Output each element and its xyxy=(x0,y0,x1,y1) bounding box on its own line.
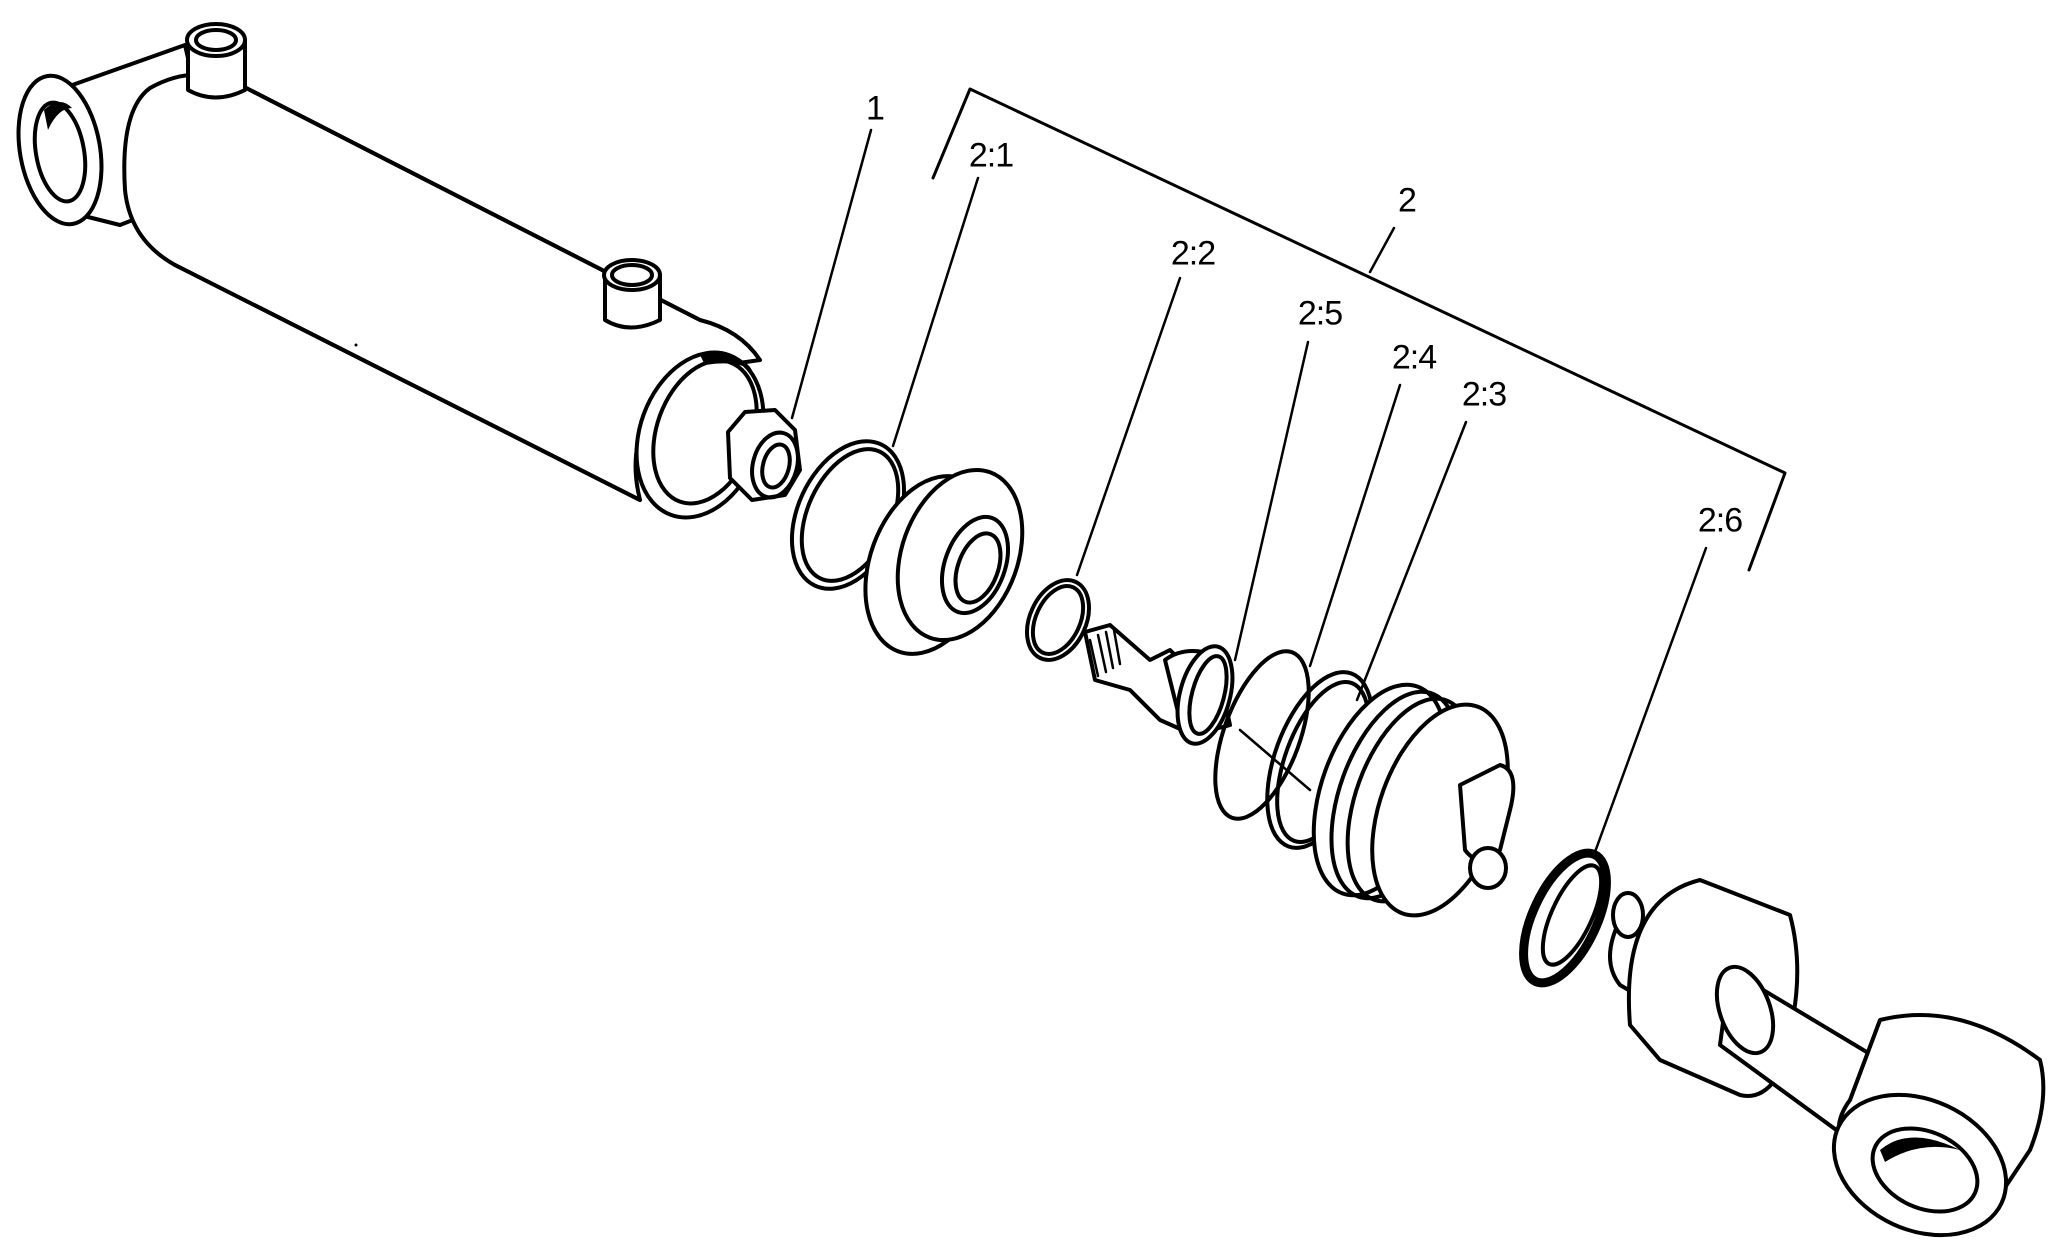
cylinder-barrel xyxy=(16,22,766,520)
callout-1: 1 xyxy=(866,89,885,128)
leader-2-2 xyxy=(1075,276,1182,577)
callout-2-3: 2:3 xyxy=(1461,375,1507,414)
leader-lines xyxy=(790,128,1708,854)
rod-centerline xyxy=(1238,728,1312,792)
leader-2-4 xyxy=(1308,383,1402,668)
stray-dot xyxy=(354,343,358,347)
piston-rod-eye-end xyxy=(1608,878,2046,1238)
leader-2-5 xyxy=(1233,340,1310,662)
leader-1 xyxy=(790,128,873,420)
callout-2-5: 2:5 xyxy=(1297,294,1343,333)
gland-head xyxy=(863,467,1025,656)
group-bracket-2 xyxy=(931,87,1787,572)
piston xyxy=(1311,682,1516,918)
leader-2-6 xyxy=(1593,546,1708,854)
leader-2-1 xyxy=(891,176,980,448)
leader-2-3 xyxy=(1355,420,1468,702)
callout-2-6: 2:6 xyxy=(1697,501,1743,540)
hex-nut-part-1 xyxy=(726,408,802,502)
callout-2-2: 2:2 xyxy=(1170,234,1216,273)
o-ring-part-2-5 xyxy=(1175,644,1235,746)
leader-2 xyxy=(1368,226,1396,274)
callout-2-4: 2:4 xyxy=(1391,338,1437,377)
back-up-ring-part-2-4 xyxy=(1213,649,1311,821)
callout-2-1: 2:1 xyxy=(968,136,1014,175)
wiper-seal-part-2-6 xyxy=(1519,848,1611,988)
callout-2: 2 xyxy=(1398,181,1417,220)
